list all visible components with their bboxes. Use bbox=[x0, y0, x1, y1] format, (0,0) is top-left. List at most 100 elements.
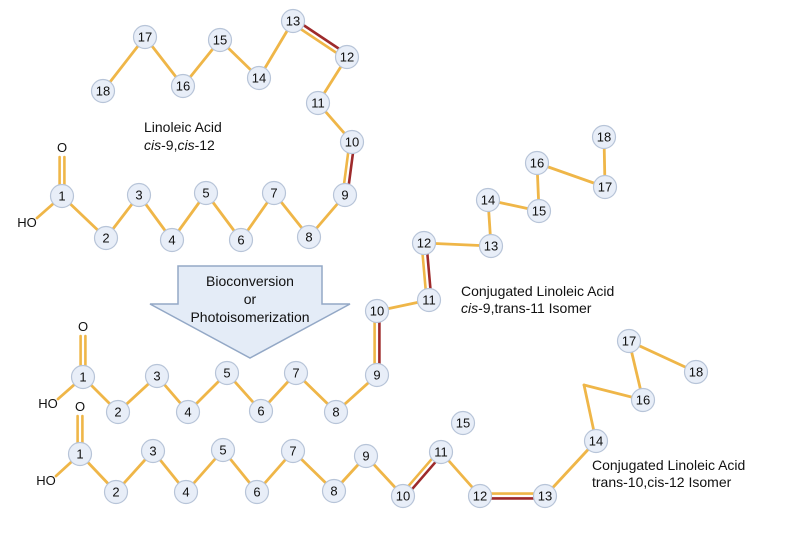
linoleic-carbon-14-label: 14 bbox=[252, 71, 266, 86]
cla2-bond-17-18 bbox=[627, 339, 698, 374]
cla1-carbon-4-label: 4 bbox=[184, 405, 191, 420]
linoleic-carbon-18: 18 bbox=[90, 78, 116, 104]
cla2-carbon-16: 16 bbox=[630, 387, 656, 413]
linoleic-carbon-2-label: 2 bbox=[102, 231, 109, 246]
cla1-carbon-14-label: 14 bbox=[481, 193, 495, 208]
cla2-carbon-15-label: 15 bbox=[456, 416, 470, 431]
cla2-carbon-11-label: 11 bbox=[434, 445, 448, 460]
cla1-carbon-1: 1 bbox=[70, 364, 96, 390]
cla1-carbon-13-circle bbox=[478, 233, 504, 259]
cla2-carbon-2-circle bbox=[103, 479, 129, 505]
linoleic-name-label: Linoleic Acid bbox=[144, 119, 222, 135]
cla1-carbon-7-label: 7 bbox=[292, 366, 299, 381]
cla2-carbon-18: 18 bbox=[683, 359, 709, 385]
cla2-carbon-15: 15 bbox=[450, 410, 476, 436]
cla2-carbon-12-circle bbox=[467, 483, 493, 509]
cla1-carbon-14: 14 bbox=[475, 187, 501, 213]
linoleic-carbon-8-label: 8 bbox=[305, 230, 312, 245]
linoleic-carbon-16-circle bbox=[170, 73, 196, 99]
linoleic-carbon-2-circle bbox=[93, 225, 119, 251]
cla2-carbon-17-label: 17 bbox=[622, 334, 636, 349]
linoleic-hydroxyl-label: HO bbox=[17, 215, 37, 230]
cla2-carbon-8-circle bbox=[321, 478, 347, 504]
cla1-carbon-18-label: 18 bbox=[597, 130, 611, 145]
cla2-carbon-15-circle bbox=[450, 410, 476, 436]
cla2-carbon-3-circle bbox=[140, 438, 166, 464]
linoleic-carbon-9-circle bbox=[332, 182, 358, 208]
linoleic-config-cis2: cis bbox=[177, 137, 194, 153]
cla2-carbon-5-circle bbox=[210, 437, 236, 463]
cla1-carbon-5-label: 5 bbox=[223, 366, 230, 381]
cla1-carbon-9-circle bbox=[364, 362, 390, 388]
cla1-carbon-6-circle bbox=[248, 398, 274, 424]
cla2-carbon-18-circle bbox=[683, 359, 709, 385]
cla2-carbon-5: 5 bbox=[210, 437, 236, 463]
cla1-carbon-2: 2 bbox=[105, 399, 131, 425]
cla2-oxygen-label: O bbox=[75, 399, 85, 414]
cla2-carbon-6: 6 bbox=[244, 479, 270, 505]
cla1-carbon-11-circle bbox=[416, 287, 442, 313]
cla2-carbon-7: 7 bbox=[280, 438, 306, 464]
cla1-carbon-12-circle bbox=[411, 230, 437, 256]
cla2-carbon-11: 11 bbox=[428, 439, 454, 465]
cla2-carbon-14-circle bbox=[583, 428, 609, 454]
linoleic-carbon-16-label: 16 bbox=[176, 79, 190, 94]
cla1-carbon-10-circle bbox=[364, 298, 390, 324]
cla1-name-label: Conjugated Linoleic Acid bbox=[461, 283, 614, 299]
linoleic-carbon-10: 10 bbox=[339, 129, 365, 155]
cla1-carbon-7: 7 bbox=[283, 360, 309, 386]
cla2-carbon-1: 1 bbox=[67, 441, 93, 467]
cla1-carbon-2-circle bbox=[105, 399, 131, 425]
linoleic-carbon-12-label: 12 bbox=[340, 50, 354, 65]
linoleic-carbon-6: 6 bbox=[228, 227, 254, 253]
linoleic-carbon-9: 9 bbox=[332, 182, 358, 208]
linoleic-carbon-17-circle bbox=[132, 24, 158, 50]
cla1-carbon-5-circle bbox=[214, 360, 240, 386]
linoleic-carbon-2: 2 bbox=[93, 225, 119, 251]
cla2-carbon-4-label: 4 bbox=[182, 485, 189, 500]
linoleic-carbon-9-label: 9 bbox=[341, 188, 348, 203]
cla1-carbon-13: 13 bbox=[478, 233, 504, 259]
linoleic-carbon-3: 3 bbox=[126, 182, 152, 208]
linoleic-carbon-12: 12 bbox=[334, 44, 360, 70]
cla1-carbon-1-label: 1 bbox=[79, 370, 86, 385]
cla1-config-cis: cis bbox=[461, 300, 478, 316]
atom-layer: 123456789101112131415161718OHO1234567891… bbox=[17, 8, 709, 509]
linoleic-carbon-7-circle bbox=[261, 180, 287, 206]
cla1-carbon-12: 12 bbox=[411, 230, 437, 256]
cla1-carbon-15-label: 15 bbox=[532, 204, 546, 219]
cla2-carbon-6-circle bbox=[244, 479, 270, 505]
cla1-carbon-5: 5 bbox=[214, 360, 240, 386]
linoleic-carbon-3-label: 3 bbox=[135, 188, 142, 203]
cla1-carbon-2-label: 2 bbox=[114, 405, 121, 420]
linoleic-config-pos2: -12 bbox=[195, 137, 215, 153]
linoleic-carbon-4-circle bbox=[159, 227, 185, 253]
cla1-carbon-1-circle bbox=[70, 364, 96, 390]
cla1-carbon-9-label: 9 bbox=[373, 368, 380, 383]
cla2-carbon-16-label: 16 bbox=[636, 393, 650, 408]
cla1-carbon-6: 6 bbox=[248, 398, 274, 424]
cla2-carbon-16-circle bbox=[630, 387, 656, 413]
cla1-carbon-16: 16 bbox=[524, 150, 550, 176]
cla1-carbon-17: 17 bbox=[592, 174, 618, 200]
linoleic-oxygen-label: O bbox=[57, 140, 67, 155]
cla1-oxygen-label: O bbox=[78, 319, 88, 334]
linoleic-carbon-4-label: 4 bbox=[168, 233, 175, 248]
cla2-carbon-13-label: 13 bbox=[538, 489, 552, 504]
linoleic-carbon-16: 16 bbox=[170, 73, 196, 99]
cla2-carbon-13: 13 bbox=[532, 483, 558, 509]
linoleic-carbon-8-circle bbox=[296, 224, 322, 250]
cla2-carbon-3: 3 bbox=[140, 438, 166, 464]
linoleic-carbon-5-circle bbox=[193, 180, 219, 206]
cla1-hydroxyl-label: HO bbox=[38, 396, 58, 411]
linoleic-carbon-12-circle bbox=[334, 44, 360, 70]
linoleic-carbon-5: 5 bbox=[193, 180, 219, 206]
linoleic-carbon-11-label: 11 bbox=[311, 96, 325, 111]
linoleic-carbon-14: 14 bbox=[246, 65, 272, 91]
cla2-carbon-3-label: 3 bbox=[149, 444, 156, 459]
linoleic-carbon-1: 1 bbox=[49, 183, 75, 209]
linoleic-carbon-10-circle bbox=[339, 129, 365, 155]
linoleic-carbon-15: 15 bbox=[207, 27, 233, 53]
cla2-carbon-8-label: 8 bbox=[330, 484, 337, 499]
